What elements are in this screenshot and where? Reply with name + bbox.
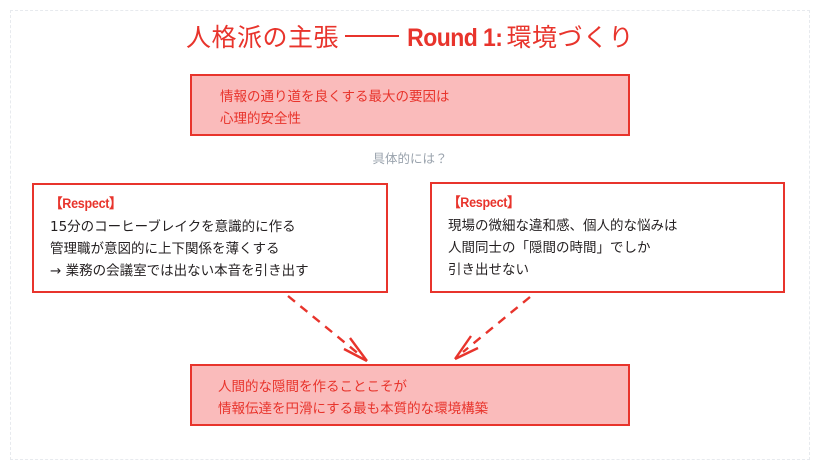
arrow-right-head [454,335,479,361]
arrow-left-shaft [287,295,361,356]
connector-label: 具体的には？ [372,151,448,166]
title-lead: 人格派の主張 [185,23,339,52]
arrow-right-to-conclusion [454,296,531,361]
arrow-right-shaft [462,296,531,353]
premise-text: 情報の通り道を良くする最大の要因は 心理的安全性 [220,89,450,127]
evidence-box-left: 【Respect】 15分のコーヒーブレイクを意識的に作る 管理職が意図的に上下… [32,183,388,293]
title-tail: 環境づくり [506,23,635,52]
title-dash-rule [344,35,399,37]
respect-tag-left: 【Respect】 [50,196,122,211]
evidence-box-right: 【Respect】 現場の微細な違和感、個人的な悩みは 人間同士の「隠間の時間」… [430,182,785,293]
premise-box: 情報の通り道を良くする最大の要因は 心理的安全性 [190,74,630,136]
conclusion-text: 人間的な隠間を作ることこそが 情報伝達を円滑にする最も本質的な環境構築 [218,379,489,417]
conclusion-box: 人間的な隠間を作ることこそが 情報伝達を円滑にする最も本質的な環境構築 [190,364,630,426]
evidence-text-right: 現場の微細な違和感、個人的な悩みは 人間同士の「隠間の時間」でしか 引き出せない [448,218,678,278]
evidence-text-left: 15分のコーヒーブレイクを意識的に作る 管理職が意図的に上下関係を薄くする → … [50,219,309,279]
arrow-left-head [343,337,368,363]
respect-tag-right: 【Respect】 [448,195,520,210]
title-round-label: Round 1: [407,24,503,52]
arrow-left-to-conclusion [287,295,368,363]
page-title: 人格派の主張 Round 1:環境づくり [0,22,820,54]
